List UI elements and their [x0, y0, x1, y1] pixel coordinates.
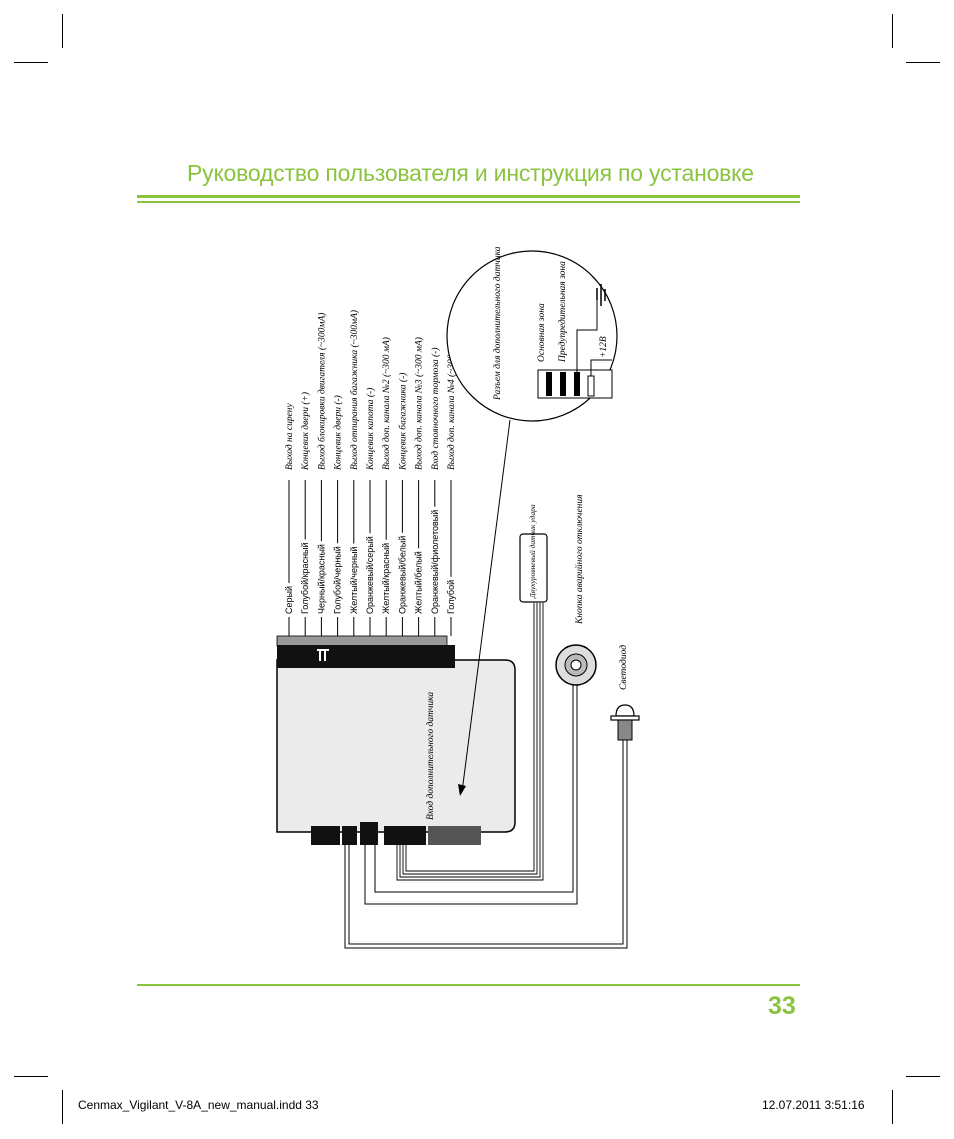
- wire-function-label: Выход отпирания багажника (~300мА): [349, 310, 360, 470]
- inset-power-label: +12В: [599, 336, 609, 358]
- extra-sensor-input-label: Вход дополнительного датчика: [425, 692, 436, 820]
- footer-datetime: 12.07.2011 3:51:16: [762, 1098, 865, 1112]
- inset-wires: [576, 300, 612, 376]
- wire-label-bg: [430, 506, 442, 617]
- wire-color-label: Желтый/белый: [414, 551, 424, 614]
- wire-color-label: Серый: [284, 586, 294, 614]
- ground-icon: [596, 284, 606, 306]
- wire-label-bg: [447, 576, 458, 617]
- wire-connector-block: [277, 645, 455, 668]
- emergency-button-label: Кнопка аварийного отключения: [574, 494, 585, 625]
- wire-color-label: Голубой/черный: [333, 546, 343, 614]
- wire-label-bg: [285, 582, 296, 617]
- wire-connector-strip: [276, 635, 448, 647]
- led-wires: [344, 738, 628, 949]
- crop-mark: [62, 14, 63, 48]
- wire-function-label: Концевик двери (-): [333, 395, 344, 471]
- crop-mark: [906, 62, 940, 63]
- wire-color-label: Оранжевый/серый: [365, 536, 375, 614]
- inset-main-zone-label: Основная зона: [537, 303, 547, 362]
- wire-function-label: Вход стояночного тормоза (-): [430, 347, 441, 470]
- inset-socket-label: Разъем для дополнительного датчика: [492, 246, 503, 401]
- crop-mark: [906, 1076, 940, 1077]
- shock-sensor-wires: [396, 603, 544, 881]
- wire-color-label: Оранжевый/фиолетовый: [430, 510, 440, 614]
- wire-function-label: Концевик капота (-): [365, 388, 376, 471]
- wire-label-bg: [301, 539, 313, 617]
- led-label: Светодиод: [618, 645, 629, 690]
- svg-text:Вход дополнительного датчика: Вход дополнительного датчика: [425, 692, 436, 820]
- footer-rule: [137, 984, 800, 986]
- wire-label-bg: [366, 533, 377, 617]
- wire-color-label: Желтый/красный: [381, 543, 391, 614]
- control-unit-body: [276, 659, 516, 833]
- header-rule: [137, 201, 800, 203]
- emergency-button-icon: [555, 644, 597, 686]
- wire-function-label: Выход на сирену: [284, 402, 295, 470]
- crop-mark: [14, 1076, 48, 1077]
- crop-mark: [62, 1090, 63, 1124]
- shock-sensor-label: Двухуровневый датчик удара: [528, 504, 537, 599]
- crop-mark: [892, 1090, 893, 1124]
- wire-function-label: Выход блокировки двигателя (~300мА): [316, 313, 327, 470]
- connector-key-icon: [317, 649, 329, 661]
- header-rule: [137, 195, 800, 198]
- page-number: 33: [768, 992, 796, 1020]
- page-title: Руководство пользователя и инструкция по…: [187, 160, 754, 186]
- wire-color-label: Голубой/красный: [300, 542, 310, 614]
- shock-sensor-connector: [384, 826, 426, 845]
- crop-mark: [892, 14, 893, 48]
- wire-label-bg: [382, 539, 394, 617]
- wire-label-bg: [317, 541, 329, 617]
- wire-color-label: Черный/красный: [316, 544, 326, 614]
- led-connector: [311, 826, 340, 845]
- crop-mark: [14, 62, 48, 63]
- wire-color-label: Оранжевый/белый: [397, 536, 407, 614]
- wire-function-label: Выход доп. канала №2 (~300 мА): [381, 337, 392, 470]
- button-connector: [342, 826, 357, 845]
- sensor-connector-small: [360, 822, 378, 845]
- wire-label-bg: [398, 532, 410, 617]
- wire-label-bg: [414, 548, 426, 617]
- wire-color-label: Голубой: [446, 580, 456, 614]
- wire-label-bg: [349, 543, 361, 617]
- wire-function-label: Выход доп. канала №4 (~300 мА): [446, 337, 457, 470]
- wire-function-label: Выход доп. канала №3 (~300 мА): [414, 337, 425, 470]
- shock-sensor-box: [519, 533, 548, 603]
- pointer-arrow: [458, 784, 466, 796]
- extra-sensor-connector: [428, 826, 481, 845]
- led-icon: [610, 704, 640, 741]
- footer-file: Cenmax_Vigilant_V-8A_new_manual.indd 33: [78, 1098, 319, 1112]
- wire-function-label: Концевик багажника (-): [397, 373, 408, 471]
- connector-socket-icon: [537, 369, 613, 399]
- wire-color-label: Желтый/черный: [349, 547, 359, 614]
- pointer-line: [461, 419, 511, 793]
- wire-label-bg: [333, 543, 345, 617]
- button-wires: [364, 682, 578, 905]
- wire-function-label: Концевик двери (+): [300, 392, 311, 471]
- inset-pre-zone-label: Предупредительная зона: [557, 261, 568, 363]
